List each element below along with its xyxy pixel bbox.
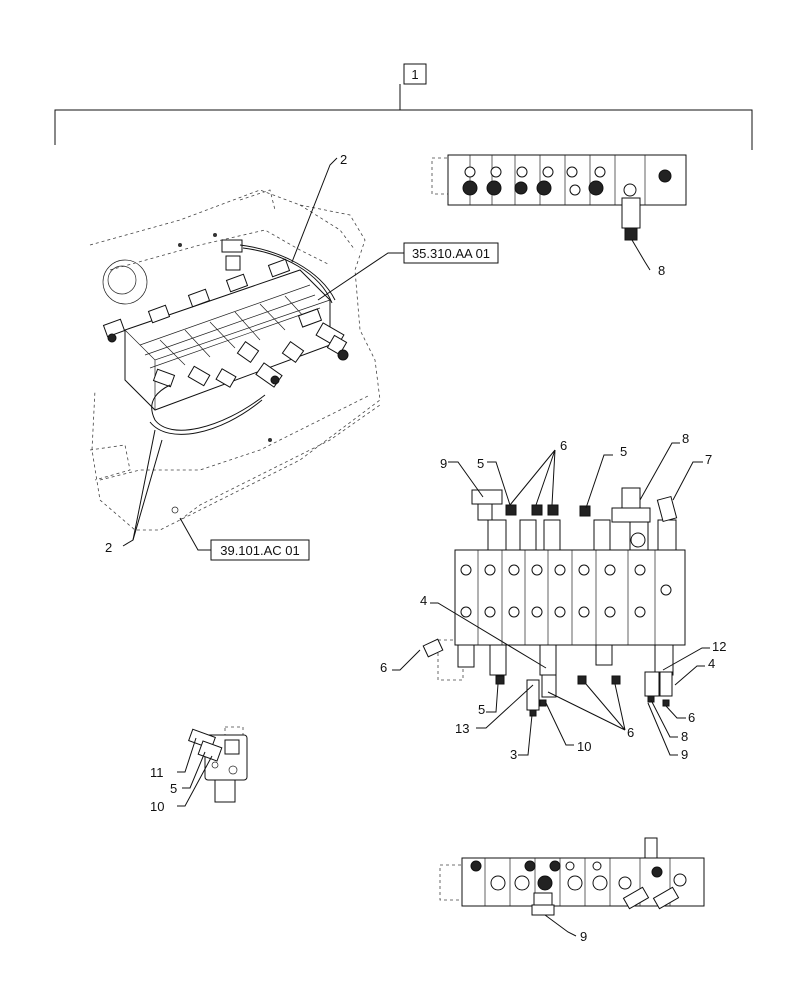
main-item-bracket: 1 <box>54 63 753 150</box>
main-item-box <box>403 63 427 85</box>
callout-5-right: 5 <box>620 444 627 459</box>
callout-5-left: 5 <box>477 456 484 471</box>
callout-5-bottom: 5 <box>478 702 485 717</box>
callout-6-right: 6 <box>688 710 695 725</box>
callout-8-right-bottom: 8 <box>681 729 688 744</box>
ref-35-310-aa-01[interactable]: 35.310.AA 01 <box>403 242 499 264</box>
callout-12: 12 <box>712 639 726 654</box>
callout-9-right-bottom: 9 <box>681 747 688 762</box>
callout-4-right: 4 <box>708 656 715 671</box>
valve-side-view <box>188 726 248 803</box>
callout-10-bottom: 10 <box>577 739 591 754</box>
callout-6-bottom: 6 <box>627 725 634 740</box>
valve-top-view <box>431 154 687 241</box>
callout-9-left: 9 <box>440 456 447 471</box>
machine-perspective-view <box>89 189 381 531</box>
callout-11: 11 <box>150 765 164 780</box>
callout-8-top: 8 <box>658 263 665 278</box>
callout-8-right: 8 <box>682 431 689 446</box>
callout-7: 7 <box>705 452 712 467</box>
callout-6-top: 6 <box>560 438 567 453</box>
callout-4-left: 4 <box>420 593 427 608</box>
ref-39-101-ac-01[interactable]: 39.101.AC 01 <box>210 539 310 561</box>
main-item-number: 1 <box>411 67 418 82</box>
callout-2-bottom: 2 <box>105 540 112 555</box>
ref-35-310-aa-01-label: 35.310.AA 01 <box>412 246 490 261</box>
callout-13: 13 <box>455 721 469 736</box>
valve-bottom-view <box>439 837 705 916</box>
callout-2-top: 2 <box>340 152 347 167</box>
valve-front-view <box>422 487 686 717</box>
ref-39-101-ac-01-label: 39.101.AC 01 <box>220 543 300 558</box>
callout-9-bottom: 9 <box>580 929 587 944</box>
callout-10-side: 10 <box>150 799 164 814</box>
callout-6-left: 6 <box>380 660 387 675</box>
callout-3: 3 <box>510 747 517 762</box>
callout-5-side: 5 <box>170 781 177 796</box>
